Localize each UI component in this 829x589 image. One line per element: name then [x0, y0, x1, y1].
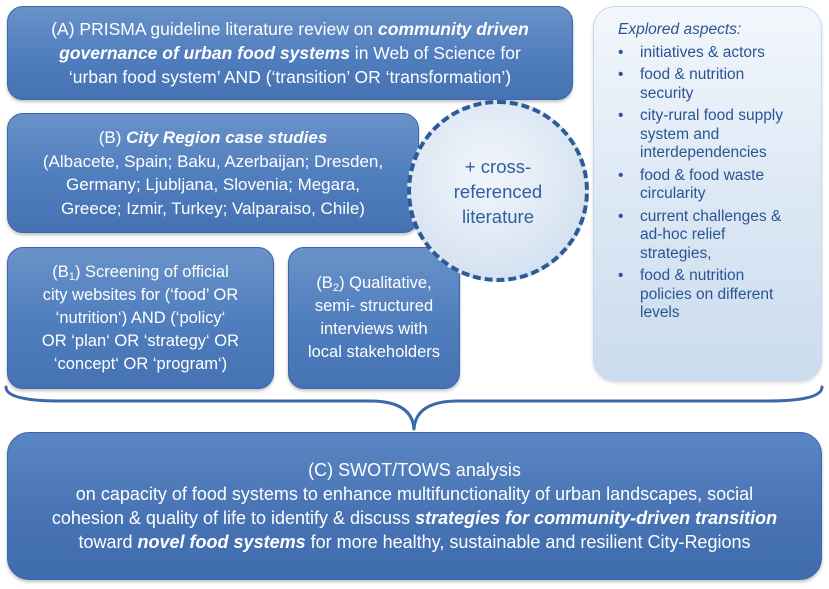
circle-line: + cross- [464, 155, 532, 177]
box-b-line: (Albacete, Spain; Baku, Azerbaijan; Dres… [42, 151, 384, 171]
box-b2-line: interviews with [320, 320, 428, 338]
bullet-icon: • [618, 66, 624, 83]
bullet-icon: • [618, 43, 624, 61]
explored-aspect-text: food & nutrition [640, 267, 745, 284]
box-b1-line: OR ‘plan‘ OR ‘strategy‘ OR [41, 331, 240, 350]
curly-brace-path [4, 385, 824, 431]
explored-aspect-text: levels [640, 304, 680, 321]
explored-aspects-panel: Explored aspects: •initiatives & actors•… [593, 6, 822, 381]
box-b1-line-1-text: Screening of official [80, 262, 229, 281]
box-b2-label-close: ) [339, 274, 345, 292]
explored-aspect-text: strategies, [640, 244, 712, 262]
explored-aspect-text: food & nutrition [640, 66, 745, 83]
box-a-line-2-emphasis: governance of urban food systems [59, 43, 350, 63]
explored-aspect-text: interdependencies [640, 144, 767, 161]
box-c-line-4-post: for more healthy, sustainable and resili… [305, 532, 751, 552]
box-a-line-1: (A) PRISMA guideline literature review o… [51, 17, 529, 41]
explored-aspect-text: current challenges & [640, 207, 782, 225]
box-a-line-1-text: (A) PRISMA guideline literature review o… [51, 19, 379, 39]
box-b1-line: city websites for (‘food’ OR [42, 285, 239, 304]
explored-aspect-item: • initiatives & actors [618, 43, 811, 63]
box-b1-label-subscript: 1 [68, 270, 75, 283]
box-b2-line-1: (B2) Qualitative, [316, 272, 431, 295]
box-b-title: (B) City Region case studies [99, 126, 328, 150]
explored-aspect-text: initiatives & actors [640, 43, 765, 61]
box-a-line-1-emphasis: community driven [378, 19, 529, 39]
box-a-line-2: governance of urban food systems in Web … [59, 41, 521, 65]
bullet-icon: • [618, 107, 624, 124]
explored-aspect-text: ad-hoc relief [640, 226, 726, 243]
circle-line: literature [462, 205, 534, 227]
box-a-line-3: ‘urban food system’ AND (‘transition’ OR… [68, 67, 512, 87]
curly-brace-connector [4, 385, 824, 431]
box-b-title-emphasis: City Region case studies [126, 128, 328, 147]
box-b1-line-1: (B1) Screening of official [52, 261, 229, 284]
box-b2-line-1-text: Qualitative, [344, 274, 432, 292]
explored-aspect-text: circularity [640, 185, 706, 202]
bullet-icon: • [618, 207, 624, 225]
box-b2-label: (B [316, 274, 333, 292]
box-b1-website-screening: (B1) Screening of official city websites… [7, 247, 274, 389]
box-b2-line: semi- structured [314, 297, 434, 315]
bullet-icon: • [618, 267, 624, 284]
circle-line: referenced [453, 180, 543, 202]
explored-aspect-text: city-rural food supply [640, 107, 784, 124]
explored-aspect-text: system and [640, 125, 720, 143]
box-c-line-1: (C) SWOT/TOWS analysis [308, 460, 521, 480]
box-b1-line: ‘nutrition‘) AND (‘policy‘ [55, 308, 226, 327]
box-b-title-prefix: (B) [98, 128, 127, 147]
explored-aspect-text: security [640, 84, 694, 102]
box-b2-line: local stakeholders [307, 343, 441, 361]
box-c-line-4-pre: toward [78, 532, 138, 552]
box-b-line: Germany; Ljubljana, Slovenia; Megara, [66, 175, 360, 194]
explored-aspects-heading: Explored aspects: [618, 21, 742, 38]
cross-referenced-literature-circle: + cross- referenced literature [407, 100, 589, 282]
box-c-line-4-emphasis: novel food systems [137, 532, 306, 552]
box-b1-label: (B [52, 262, 69, 281]
box-c-line-2: on capacity of food systems to enhance m… [75, 484, 754, 504]
box-b1-label-close: ) [74, 262, 81, 281]
box-c-line-3-text: cohesion & quality of life to identify &… [51, 508, 416, 528]
box-c-line-3: cohesion & quality of life to identify &… [52, 506, 777, 530]
bullet-icon: • [618, 166, 624, 184]
box-b2-label-subscript: 2 [332, 281, 340, 294]
box-c-line-3-emphasis: strategies for community-driven transiti… [415, 508, 778, 528]
explored-aspect-text: food & food waste [640, 166, 765, 184]
box-b2-interviews: (B2) Qualitative, semi- structured inter… [288, 247, 460, 389]
box-a-line-2-text: in Web of Science for [349, 43, 521, 63]
box-a-literature-review: (A) PRISMA guideline literature review o… [7, 6, 573, 100]
box-c-line-4: toward novel food systems for more healt… [79, 530, 751, 554]
explored-aspect-text: policies on different [640, 285, 774, 303]
box-b-line: Greece; Izmir, Turkey; Valparaiso, Chile… [61, 198, 365, 218]
box-c-swot-tows-analysis: (C) SWOT/TOWS analysis on capacity of fo… [7, 432, 822, 580]
box-b1-line: ‘concept‘ OR ‘program‘) [53, 354, 228, 373]
box-b-case-studies: (B) City Region case studies (Albacete, … [7, 113, 419, 233]
